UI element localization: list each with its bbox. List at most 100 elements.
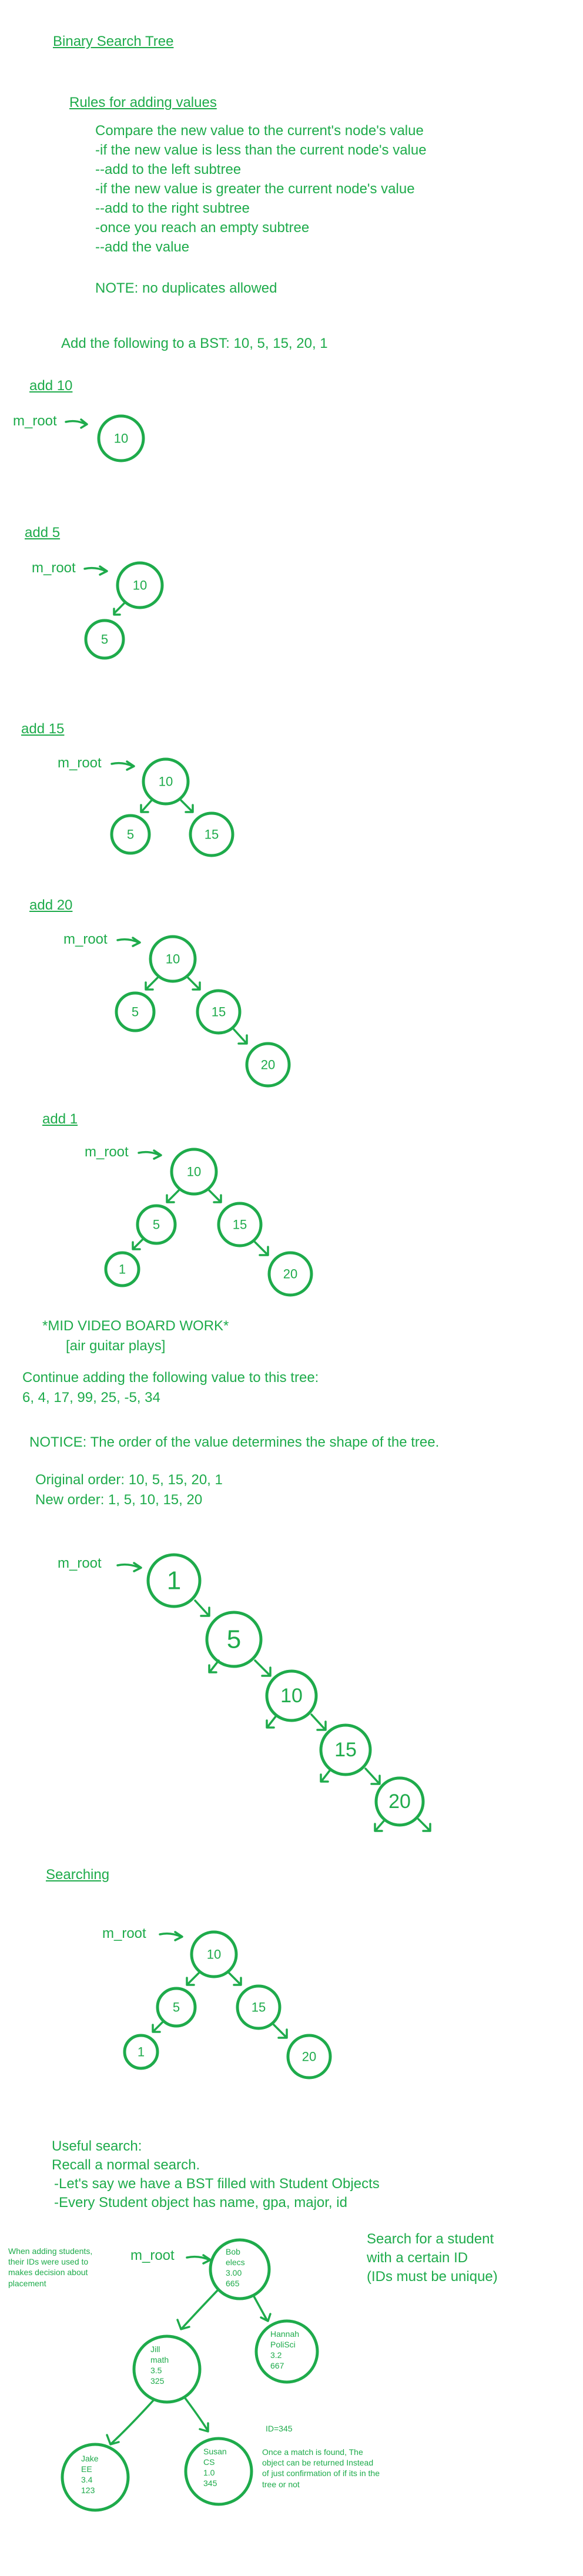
student-name: Hannah (270, 2329, 299, 2339)
page-title: Binary Search Tree (53, 33, 174, 49)
edge-arrow (152, 2020, 165, 2033)
tree-degenerate: 1 5 10 15 20 (116, 1553, 431, 1832)
student-node (254, 2319, 319, 2384)
root-arrow (116, 1562, 142, 1572)
tree-node (217, 1202, 263, 1247)
board-work-subheading: [air guitar plays] (66, 1338, 166, 1354)
root-arrow (186, 2254, 212, 2265)
edge-arrow (106, 2399, 155, 2446)
rules-list: Compare the new value to the current's n… (95, 122, 427, 255)
m-root-label: m_root (32, 560, 76, 576)
tree-node (123, 2034, 159, 2070)
edge-arrow (140, 799, 153, 813)
tree-node (236, 1984, 282, 2030)
student-major: elecs (226, 2258, 245, 2267)
node-label: 1 (167, 1567, 181, 1595)
useful-search: Useful search: (52, 2138, 142, 2154)
node-label: 10 (207, 1947, 221, 1962)
student-id: 325 (150, 2376, 165, 2386)
step-label-add-1: add 1 (42, 1111, 78, 1127)
student-node (209, 2238, 271, 2300)
rules-heading: Rules for adding values (69, 95, 217, 110)
node-label: 15 (233, 1217, 247, 1232)
student-name: Susan (203, 2447, 227, 2456)
exercise-prompt: Add the following to a BST: 10, 5, 15, 2… (61, 336, 328, 351)
node-label: 5 (173, 2000, 180, 2015)
root-arrow (110, 760, 135, 771)
rule-line: -if the new value is greater the current… (95, 181, 415, 197)
match-note: Once a match is found, The object can be… (262, 2447, 380, 2489)
student-node (61, 2443, 130, 2512)
student-gpa: 3.00 (226, 2268, 242, 2278)
student-name: Jill (150, 2344, 160, 2354)
m-root-label: m_root (58, 1555, 102, 1571)
new-order: New order: 1, 5, 10, 15, 20 (35, 1492, 203, 1508)
search-query: ID=345 (266, 2424, 293, 2433)
node-label: 15 (252, 2000, 266, 2015)
edge-arrow (266, 1715, 277, 1729)
edge-arrow (417, 1818, 431, 1832)
root-arrow (65, 418, 88, 429)
root-arrow (116, 937, 141, 947)
edge-arrow (374, 1819, 386, 1832)
node-label: 20 (283, 1267, 297, 1282)
m-root-label: m_root (85, 1144, 129, 1160)
tree-node (286, 2034, 332, 2079)
edge-arrow (176, 2289, 219, 2330)
node-label: 5 (132, 1005, 139, 1019)
continue-instruction: Continue adding the following value to t… (22, 1370, 319, 1386)
recall-search: Recall a normal search. (52, 2157, 200, 2173)
node-label: 20 (302, 2050, 316, 2064)
student-node (184, 2437, 253, 2506)
student-id: 665 (226, 2279, 240, 2288)
m-root-label: m_root (130, 2248, 175, 2263)
node-label: 10 (187, 1165, 201, 1179)
node-label: 20 (388, 1790, 411, 1813)
searching-heading: Searching (46, 1867, 110, 1883)
original-order: Original order: 10, 5, 15, 20, 1 (35, 1472, 223, 1488)
student-major: CS (203, 2457, 215, 2467)
tree-node (205, 1611, 263, 1668)
tree-node (245, 1042, 291, 1088)
tree-node (97, 414, 145, 462)
student-fields-line: -Every Student object has name, gpa, maj… (54, 2195, 347, 2211)
tree-node (84, 619, 125, 660)
node-label: 5 (227, 1625, 241, 1654)
tree-node (115, 991, 156, 1032)
tree-node (142, 757, 190, 806)
node-label: 10 (114, 431, 128, 446)
edge-arrow (187, 977, 201, 991)
node-label: 5 (127, 827, 134, 842)
rule-line: --add to the right subtree (95, 200, 250, 216)
edge-arrow (208, 1189, 222, 1203)
student-id: 123 (81, 2486, 95, 2495)
edge-arrow (113, 602, 126, 616)
tree-node (267, 1251, 313, 1297)
rule-line: -if the new value is less than the curre… (95, 142, 427, 158)
node-label: 20 (261, 1058, 275, 1072)
rule-line: --add the value (95, 239, 190, 255)
edge-arrow (254, 1241, 269, 1256)
tree-node (196, 989, 242, 1035)
student-name: Jake (81, 2454, 99, 2463)
notice-text: NOTICE: The order of the value determine… (29, 1434, 440, 1450)
node-label: 10 (280, 1685, 303, 1707)
edge-arrow (320, 1769, 331, 1783)
tree-add-5: 10 5 (83, 561, 164, 660)
node-label: 10 (133, 578, 147, 593)
edge-arrow (208, 1659, 220, 1673)
student-major: EE (81, 2464, 92, 2474)
edge-arrow (145, 977, 159, 991)
student-id: 345 (203, 2478, 217, 2488)
search-goal-line: with a certain ID (367, 2250, 468, 2266)
no-duplicates-note: NOTE: no duplicates allowed (95, 280, 277, 296)
tree-node (146, 1553, 202, 1608)
edge-arrow (132, 1237, 145, 1250)
node-label: 15 (205, 827, 219, 842)
student-tree: Bob elecs 3.00 665 Jill math 3.5 325 Han… (61, 2238, 319, 2512)
edge-arrow (273, 2024, 288, 2039)
root-arrow (83, 565, 108, 576)
node-label: 1 (119, 1262, 126, 1277)
node-label: 15 (334, 1739, 357, 1761)
